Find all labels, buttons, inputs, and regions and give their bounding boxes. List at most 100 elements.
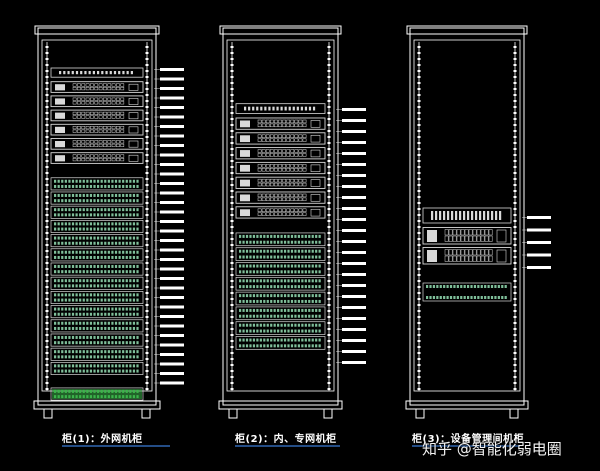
fiber-port: [294, 255, 297, 259]
fiber-port: [136, 179, 139, 183]
fiber-port: [252, 308, 256, 312]
label-tag: [342, 207, 366, 210]
fiber-port: [125, 270, 128, 274]
port: [452, 235, 457, 242]
fiber-port: [252, 255, 256, 259]
label-tag: [342, 240, 366, 243]
fiber-port: [107, 279, 110, 283]
rail-hole: [45, 256, 49, 258]
fiber-port: [118, 208, 121, 212]
fiber-port: [311, 329, 314, 333]
port: [81, 101, 86, 105]
cabinet-top-cap: [34, 25, 160, 35]
fiber-port: [54, 227, 57, 231]
fiber-port: [501, 296, 504, 299]
rail-hole: [417, 172, 421, 174]
fiber-port: [311, 323, 314, 327]
fiber-port: [283, 294, 287, 298]
fiber-port: [97, 298, 100, 302]
port: [265, 123, 270, 128]
fiber-port: [136, 350, 139, 354]
port: [59, 71, 62, 75]
fiber-port: [463, 296, 466, 299]
port: [103, 83, 107, 87]
fiber-port: [64, 364, 67, 368]
fiber-port: [79, 250, 82, 254]
fiber-port: [287, 240, 290, 244]
fiber-port: [114, 213, 118, 217]
port: [298, 193, 303, 198]
fiber-port: [287, 255, 290, 259]
fiber-port: [256, 249, 259, 253]
rail-hole: [145, 184, 149, 186]
fiber-port: [118, 293, 121, 297]
rail-hole: [513, 292, 517, 294]
rail-hole: [327, 268, 331, 270]
fiber-port: [318, 338, 321, 342]
fiber-port: [132, 312, 136, 316]
fiber-port: [100, 335, 103, 339]
port: [290, 208, 295, 212]
fiber-port: [114, 255, 118, 259]
fiber-port: [71, 395, 75, 399]
fiber-port: [71, 241, 75, 245]
fiber-port: [82, 312, 85, 316]
fiber-port: [86, 364, 89, 368]
fiber-port: [297, 299, 300, 303]
rail-hole: [230, 136, 234, 138]
port: [302, 123, 307, 128]
fiber-port: [242, 344, 245, 348]
fiber-port: [277, 240, 280, 244]
label-tag: [342, 295, 366, 298]
port: [116, 101, 120, 105]
fiber-port: [86, 236, 89, 240]
rail-hole: [145, 232, 149, 234]
rail-hole: [45, 388, 49, 390]
odf-face: [235, 321, 326, 335]
fiber-port: [75, 255, 78, 259]
label-tag: [342, 185, 366, 188]
port: [113, 71, 117, 75]
fiber-port: [93, 312, 96, 316]
rack-1: [33, 25, 184, 419]
port: [274, 178, 278, 183]
caption-rack-3-number: (3): [422, 434, 441, 445]
port: [302, 153, 307, 157]
fiber-port: [294, 234, 297, 238]
port: [270, 164, 274, 168]
rail-hole: [327, 298, 331, 300]
fiber-port: [97, 293, 100, 297]
fiber-port: [89, 227, 93, 231]
rail-hole: [513, 124, 517, 126]
rail-hole: [45, 82, 49, 84]
rail-hole: [417, 286, 421, 288]
fiber-port: [136, 341, 139, 345]
port: [278, 168, 282, 172]
fiber-port: [54, 250, 57, 254]
cabinet-inner-frame: [413, 39, 521, 392]
fiber-port: [86, 179, 89, 183]
port: [274, 208, 278, 212]
port: [270, 182, 274, 187]
rail-hole: [327, 76, 331, 78]
rail-hole: [513, 214, 517, 216]
fiber-port: [239, 338, 242, 342]
port: [257, 212, 262, 216]
fiber-port: [266, 234, 269, 238]
fiber-port: [256, 338, 259, 342]
label-tag: [160, 182, 184, 185]
fiber-port: [460, 285, 463, 288]
fiber-port: [93, 213, 96, 217]
fiber-port: [114, 293, 118, 297]
fiber-port: [129, 321, 132, 325]
port: [77, 97, 81, 101]
fiber-port: [118, 326, 121, 330]
port: [256, 106, 259, 111]
rail-hole: [513, 76, 517, 78]
port: [290, 123, 295, 128]
fiber-port: [129, 355, 132, 359]
fiber-port: [61, 364, 64, 368]
rack-unit-switch: [235, 206, 326, 219]
fiber-port: [487, 285, 490, 288]
fiber-port: [100, 250, 103, 254]
